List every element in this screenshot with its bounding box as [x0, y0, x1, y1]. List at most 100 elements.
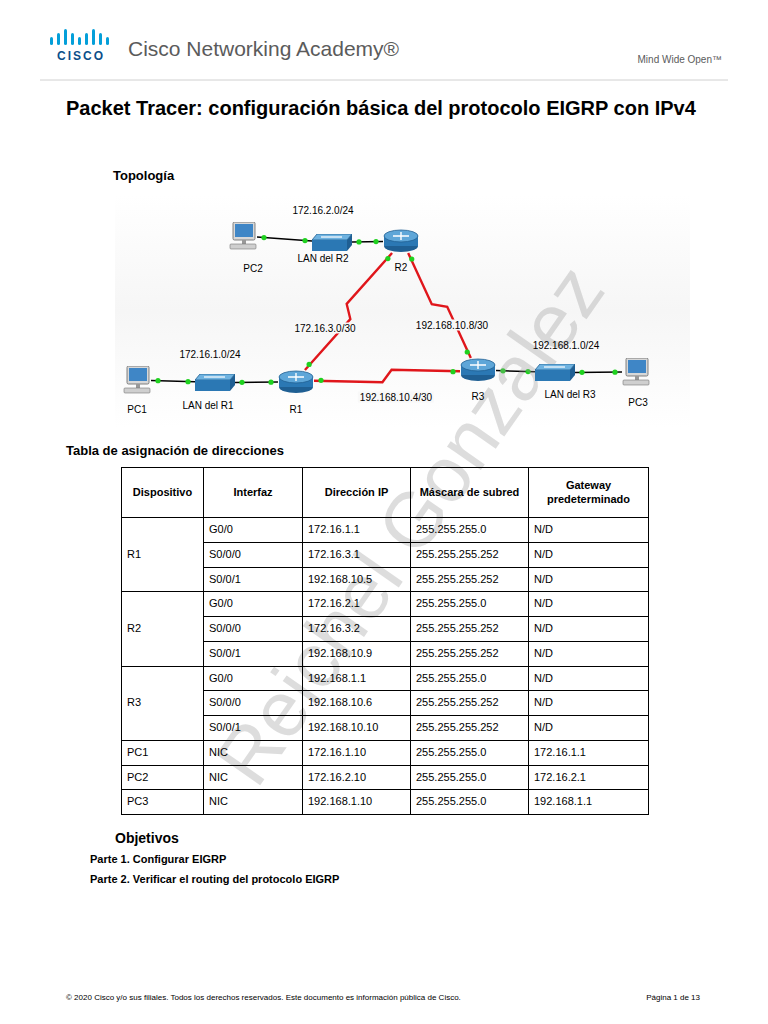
router-device: R2: [383, 229, 419, 253]
network-address: 172.16.2.0/24: [292, 205, 353, 217]
table-cell: 255.255.255.0: [410, 591, 529, 617]
table-cell-text: N/D: [534, 573, 553, 587]
table-cell: 172.16.3.1: [302, 542, 411, 568]
table-cell-text: 172.16.1.1: [308, 523, 360, 537]
table-cell: Interfaz: [203, 467, 303, 518]
device-label: R3: [472, 391, 485, 402]
link-status-dot: [185, 379, 190, 384]
table-cell: R1: [121, 517, 204, 592]
table-cell-text: 255.255.255.0: [416, 771, 486, 785]
table-cell-text: 255.255.255.252: [416, 573, 499, 587]
table-cell: 255.255.255.0: [410, 789, 529, 815]
link-status-dot: [155, 378, 160, 383]
logo-word: CISCO: [57, 49, 105, 63]
table-cell-text: 255.255.255.0: [416, 672, 486, 686]
table-cell: 192.168.10.9: [302, 641, 411, 667]
table-cell: NIC: [203, 740, 303, 766]
section-heading: Objetivos: [115, 830, 179, 847]
table-cell: 255.255.255.0: [410, 765, 529, 791]
table-cell-text: PC2: [127, 771, 148, 785]
table-cell-text: 172.16.2.1: [534, 771, 586, 785]
device-label: LAN del R2: [297, 253, 348, 264]
link-network-label: 172.16.3.0/30: [292, 323, 357, 334]
table-cell-text: N/D: [534, 622, 553, 636]
table-cell: 255.255.255.252: [410, 542, 529, 568]
table-cell: 255.255.255.252: [410, 567, 529, 593]
table-cell: G0/0: [203, 517, 303, 543]
table-cell-text: S0/0/0: [209, 548, 241, 562]
table-cell-text: G0/0: [209, 597, 233, 611]
table-cell-text: 172.16.2.1: [308, 597, 360, 611]
table-cell-text: 192.168.10.10: [308, 721, 378, 735]
table-cell: NIC: [203, 765, 303, 791]
device-label: PC3: [628, 397, 647, 408]
table-cell-text: 255.255.255.252: [416, 622, 499, 636]
table-cell-text: 255.255.255.252: [416, 696, 499, 710]
table-cell-text: Máscara de subred: [420, 486, 520, 500]
table-cell: 192.168.10.5: [302, 567, 411, 593]
table-cell-text: S0/0/0: [209, 622, 241, 636]
table-cell: 192.168.10.10: [302, 715, 411, 741]
table-cell: N/D: [528, 542, 649, 568]
router-icon: [383, 229, 419, 253]
table-cell-text: PC3: [127, 795, 148, 809]
table-cell: Máscara de subred: [410, 467, 529, 518]
network-address: 192.168.1.0/24: [533, 340, 600, 352]
table-cell: 172.16.1.10: [302, 740, 411, 766]
table-cell: 255.255.255.252: [410, 641, 529, 667]
table-cell: G0/0: [203, 591, 303, 617]
table-cell-text: 172.16.1.10: [308, 746, 366, 760]
router-device: R1: [278, 370, 314, 394]
table-cell-text: S0/0/1: [209, 721, 241, 735]
table-cell-text: N/D: [534, 721, 553, 735]
table-cell-text: PC1: [127, 746, 148, 760]
table-cell: N/D: [528, 616, 649, 642]
table-cell-text: S0/0/1: [209, 573, 241, 587]
table-cell: G0/0: [203, 666, 303, 692]
table-cell: 255.255.255.0: [410, 666, 529, 692]
table-cell: N/D: [528, 641, 649, 667]
table-cell: Dispositivo: [121, 467, 204, 518]
table-cell: PC2: [121, 765, 204, 791]
table-cell-text: NIC: [209, 746, 228, 760]
table-cell: N/D: [528, 567, 649, 593]
table-cell-text: R3: [127, 696, 141, 710]
table-cell: S0/0/0: [203, 542, 303, 568]
table-cell: 255.255.255.252: [410, 690, 529, 716]
table-cell: S0/0/1: [203, 715, 303, 741]
table-cell: 172.16.2.1: [302, 591, 411, 617]
page-title: Packet Tracer: configuración básica del …: [66, 94, 706, 122]
table-cell-text: N/D: [534, 647, 553, 661]
table-cell: S0/0/1: [203, 641, 303, 667]
table-cell-text: 172.16.3.2: [308, 622, 360, 636]
table-cell-text: 172.16.3.1: [308, 548, 360, 562]
table-cell-text: R1: [127, 548, 141, 562]
link-status-dot: [579, 370, 584, 375]
table-cell-text: 255.255.255.0: [416, 795, 486, 809]
table-cell: R3: [121, 666, 204, 741]
router-icon: [460, 358, 496, 382]
table-cell-text: N/D: [534, 672, 553, 686]
switch-icon: [312, 234, 352, 251]
link-status-dot: [307, 362, 312, 367]
link-status-dot: [302, 238, 307, 243]
link-status-dot: [356, 239, 361, 244]
table-cell: N/D: [528, 690, 649, 716]
table-cell-text: 172.16.2.10: [308, 771, 366, 785]
link-status-dot: [318, 378, 323, 383]
switch-device: LAN del R2: [312, 234, 352, 251]
device-label: PC1: [127, 404, 146, 415]
device-label: R2: [395, 262, 408, 273]
table-cell: Dirección IP: [302, 467, 411, 518]
pc-icon: [229, 222, 257, 250]
link-status-dot: [268, 380, 273, 385]
switch-icon: [195, 374, 235, 391]
section-heading: Topología: [113, 168, 174, 184]
table-cell-text: N/D: [534, 548, 553, 562]
table-cell: 192.168.1.1: [302, 666, 411, 692]
table-cell: PC1: [121, 740, 204, 766]
table-cell: N/D: [528, 517, 649, 543]
link-network-label: 192.168.10.8/30: [414, 320, 490, 331]
link-status-dot: [261, 235, 266, 240]
link-status-dot: [450, 369, 455, 374]
